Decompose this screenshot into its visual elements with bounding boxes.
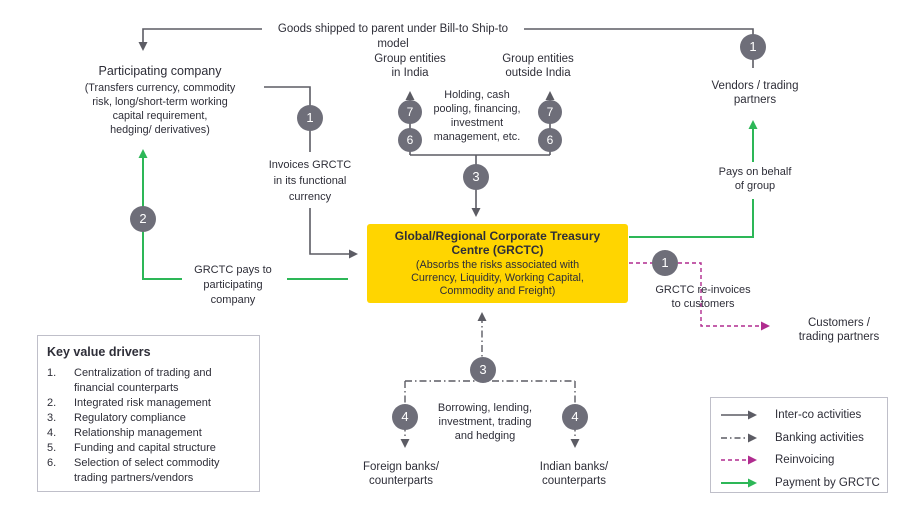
kvd-item-text: Centralization of trading and financial … [74, 367, 212, 394]
kvd-item-text: Funding and capital structure [74, 442, 216, 454]
customers-node: Customers / trading partners [798, 317, 880, 343]
badge-pays-2: 2 [130, 206, 156, 232]
edge-label-holding-cash-pooling: Holding, cash pooling, financing, invest… [433, 89, 521, 143]
kvd-item-text: Selection of select commodity trading pa… [74, 457, 220, 484]
badge-vendors-1: 1 [740, 34, 766, 60]
edge-label-invoices-grctc: Invoices GRCTC in its functional currenc… [268, 159, 352, 203]
badge-banks-flow-3: 3 [470, 357, 496, 383]
kvd-item-3: 3. Regulatory compliance [47, 411, 253, 426]
legend-item-reinvoicing: Reinvoicing [719, 449, 887, 472]
kvd-item-2: 2. Integrated risk management [47, 396, 253, 411]
kvd-item-number: 2. [47, 397, 57, 409]
kvd-item-number: 1. [47, 367, 57, 379]
badge-outside-7: 7 [538, 100, 562, 124]
kvd-item-6: 6. Selection of select commodity trading… [47, 456, 253, 486]
banking-arrow-sample-icon [721, 433, 757, 443]
edge-label-grctc-reinvoices: GRCTC re-invoices to customers [655, 284, 751, 310]
kvd-item-number: 3. [47, 412, 57, 424]
kvd-item-number: 5. [47, 442, 57, 454]
badge-indian-bank-4: 4 [562, 404, 588, 430]
kvd-item-text: Relationship management [74, 427, 202, 439]
edge-label-pays-on-behalf: Pays on behalf of group [718, 166, 792, 192]
vendors-node: Vendors / trading partners [711, 80, 799, 106]
badge-group-flow-3: 3 [463, 164, 489, 190]
grctc-subtitle: (Absorbs the risks associated with Curre… [411, 259, 584, 297]
legend-item-banking: Banking activities [719, 427, 887, 450]
participating-company-subtitle: (Transfers currency, commodity risk, lon… [84, 82, 236, 136]
legend-item-payment: Payment by GRCTC [719, 472, 887, 495]
badge-reinvoicing-1: 1 [652, 250, 678, 276]
reinvoicing-arrow-sample-icon [721, 455, 757, 465]
participating-company-title: Participating company [98, 64, 222, 78]
badge-india-6: 6 [398, 128, 422, 152]
legend-label: Payment by GRCTC [775, 476, 880, 489]
kvd-item-1: 1. Centralization of trading and financi… [47, 366, 253, 396]
foreign-banks-node: Foreign banks/ counterparts [362, 461, 440, 487]
badge-outside-6: 6 [538, 128, 562, 152]
group-entities-india: Group entities in India [374, 53, 446, 79]
banner-goods-shipped: Goods shipped to parent under Bill-to Sh… [277, 23, 509, 50]
badge-india-7: 7 [398, 100, 422, 124]
legend-panel: Inter-co activities Banking activities R… [710, 397, 888, 493]
indian-banks-node: Indian banks/ counterparts [539, 461, 609, 487]
grctc-node: Global/Regional Corporate Treasury Centr… [367, 224, 628, 303]
legend-item-interco: Inter-co activities [719, 404, 887, 427]
badge-invoices-1: 1 [297, 105, 323, 131]
payment-arrow-sample-icon [721, 478, 757, 488]
edge-label-grctc-pays: GRCTC pays to participating company [194, 264, 272, 306]
kvd-item-number: 6. [47, 457, 57, 469]
kvd-item-5: 5. Funding and capital structure [47, 441, 253, 456]
legend-label: Inter-co activities [775, 409, 862, 422]
kvd-item-number: 4. [47, 427, 57, 439]
edge-label-borrowing-lending: Borrowing, lending, investment, trading … [437, 402, 533, 442]
payment-lines [138, 120, 758, 280]
badge-foreign-bank-4: 4 [392, 404, 418, 430]
kvd-item-text: Integrated risk management [74, 397, 211, 409]
key-value-drivers-panel: Key value drivers 1. Centralization of t… [37, 335, 260, 492]
group-entities-outside-india: Group entities outside India [502, 53, 574, 79]
legend-label: Reinvoicing [775, 454, 835, 467]
interco-arrow-sample-icon [721, 410, 757, 420]
legend-label: Banking activities [775, 431, 864, 444]
grctc-title: Global/Regional Corporate Treasury Centr… [394, 229, 601, 257]
kvd-item-text: Regulatory compliance [74, 412, 186, 424]
key-value-drivers-title: Key value drivers [47, 345, 151, 359]
kvd-item-4: 4. Relationship management [47, 426, 253, 441]
